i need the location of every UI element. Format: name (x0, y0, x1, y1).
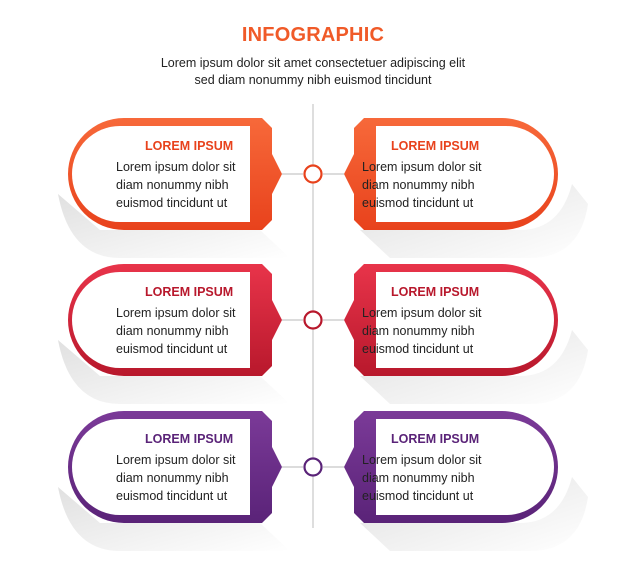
card-shadow (58, 487, 290, 551)
left-card-text-line: Lorem ipsum dolor sit (116, 160, 236, 174)
right-card-heading: LOREM IPSUM (391, 432, 480, 446)
right-card-body (376, 272, 554, 368)
left-card-text-line: diam nonummy nibh (116, 178, 229, 192)
timeline-node (303, 310, 323, 330)
right-card-text-line: euismod tincidunt ut (362, 196, 474, 210)
right-card-text-line: diam nonummy nibh (362, 471, 475, 485)
left-card-text-line: diam nonummy nibh (116, 324, 229, 338)
left-card-text-line: Lorem ipsum dolor sit (116, 306, 236, 320)
card-shadow (360, 477, 588, 551)
right-card-heading: LOREM IPSUM (391, 285, 480, 299)
left-card-text-line: euismod tincidunt ut (116, 342, 228, 356)
card-shadow (58, 194, 290, 258)
right-card-text-line: Lorem ipsum dolor sit (362, 453, 482, 467)
card-shadow (360, 184, 588, 258)
right-card-text-line: Lorem ipsum dolor sit (362, 306, 482, 320)
timeline-node (303, 164, 323, 184)
right-card-text-line: Lorem ipsum dolor sit (362, 160, 482, 174)
subtitle-line-1: Lorem ipsum dolor sit amet consectetuer … (160, 56, 466, 70)
card-shadow (58, 340, 290, 404)
right-card-body (376, 126, 554, 222)
subtitle-line-2: sed diam nonummy nibh euismod tincidunt (194, 73, 432, 87)
right-card-text-line: euismod tincidunt ut (362, 342, 474, 356)
left-card-heading: LOREM IPSUM (145, 139, 234, 153)
left-card-text-line: euismod tincidunt ut (116, 196, 228, 210)
left-card-text-line: diam nonummy nibh (116, 471, 229, 485)
right-card-heading: LOREM IPSUM (391, 139, 480, 153)
infographic-title: INFOGRAPHIC (241, 24, 385, 46)
right-card-text-line: euismod tincidunt ut (362, 489, 474, 503)
left-card-body (72, 419, 250, 515)
left-card-body (72, 272, 250, 368)
left-card-text-line: euismod tincidunt ut (116, 489, 228, 503)
right-card-body (376, 419, 554, 515)
left-card-heading: LOREM IPSUM (145, 285, 234, 299)
left-card-heading: LOREM IPSUM (145, 432, 234, 446)
right-card-text-line: diam nonummy nibh (362, 324, 475, 338)
right-card-text-line: diam nonummy nibh (362, 178, 475, 192)
timeline-node (303, 457, 323, 477)
left-card-text-line: Lorem ipsum dolor sit (116, 453, 236, 467)
card-shadow (360, 330, 588, 404)
left-card-body (72, 126, 250, 222)
